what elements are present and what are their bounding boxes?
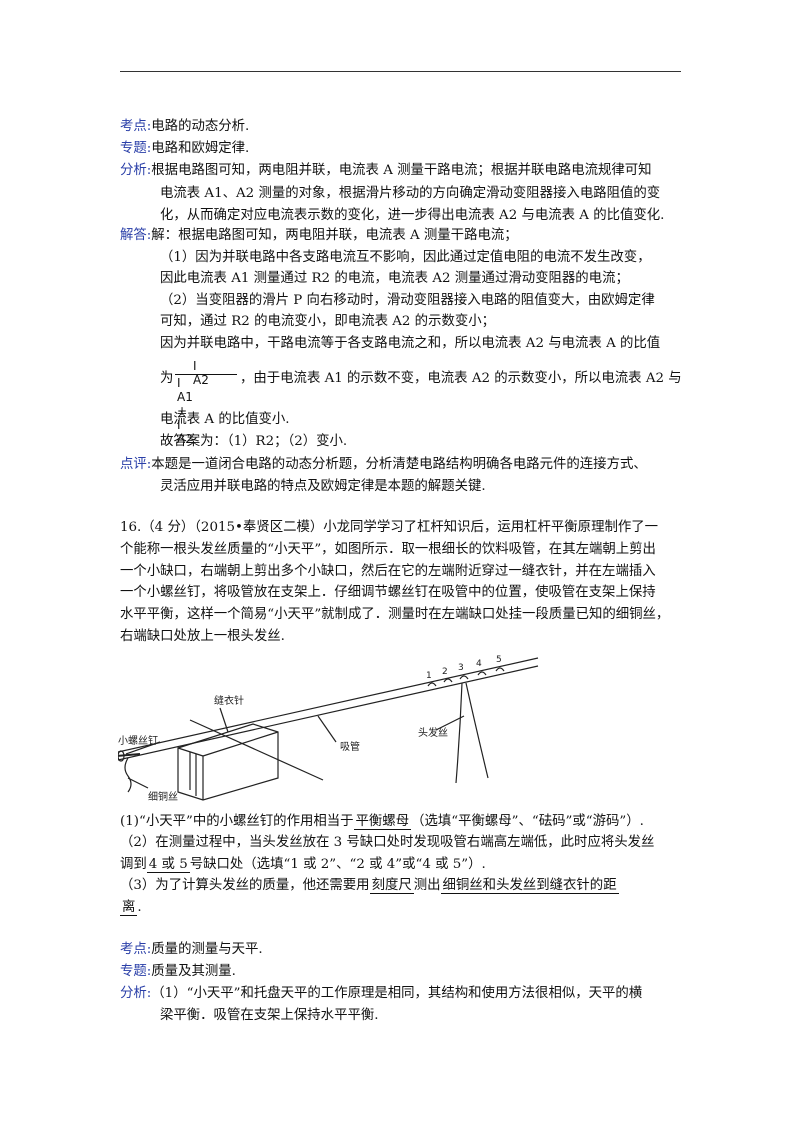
label-copper-wire: 细铜丝 bbox=[148, 790, 178, 803]
notch-4: 4 bbox=[476, 659, 482, 669]
fraction-denominator: I A1 + I A2 bbox=[177, 376, 193, 446]
fraction-bar bbox=[175, 374, 237, 375]
q16-stem-4: 一个小螺丝钉，将吸管放在支架上．仔细调节螺丝钉在吸管中的位置，使吸管在支架上保持 bbox=[120, 585, 656, 600]
q15-fenxi-2: 电流表 A1、A2 测量的对象，根据滑片移动的方向确定滑动变阻器接入电路阻值的变 bbox=[160, 186, 661, 201]
q16-stem-3: 一个小缺口，右端朝上剪出多个小缺口，然后在它的左端附近穿过一缝衣针，并在左端插入 bbox=[120, 564, 656, 579]
q15-jieda-10: 故答案为：（1）R2；（2）变小. bbox=[160, 434, 348, 449]
hair bbox=[455, 682, 489, 784]
q15-jieda-2: （1）因为并联电路中各支路电流互不影响，因此通过定值电阻的电流不发生改变， bbox=[160, 250, 651, 265]
copper-wire bbox=[124, 757, 132, 793]
sewing-needle bbox=[189, 719, 324, 781]
q16-kaodian: 考点:质量的测量与天平. bbox=[120, 942, 263, 957]
q15-jieda-5: 可知，通过 R2 的电流变小，即电流表 A2 的示数变小； bbox=[160, 314, 496, 329]
stand-edges bbox=[177, 731, 279, 800]
straw-top-edge bbox=[118, 657, 539, 753]
fenxi-label: 分析: bbox=[120, 163, 152, 178]
q15-zhuanti: 专题:电路和欧姆定律. bbox=[120, 141, 250, 156]
q15-dianping-2: 灵活应用并联电路的特点及欧姆定律是本题的解题关键. bbox=[160, 479, 486, 494]
stand-slot bbox=[189, 752, 197, 796]
leader-screw bbox=[125, 741, 161, 755]
q15-jieda-8: ，由于电流表 A1 的示数不变，电流表 A2 的示数变小，所以电流表 A2 与 bbox=[240, 371, 682, 386]
q15-fenxi-3: 化，从而确定对应电流表示数的变化，进一步得出电流表 A2 与电流表 A 的比值变… bbox=[160, 208, 665, 223]
q15-jieda-7: 为 bbox=[160, 371, 174, 386]
q16-fenxi-2: 梁平衡．吸管在支架上保持水平平衡. bbox=[160, 1008, 379, 1023]
balance-figure: 缝衣针 小螺丝钉 细铜丝 吸管 头发丝 1 2 3 4 5 bbox=[118, 655, 539, 803]
q16-fenxi-1: 分析:（1）“小天平”和托盘天平的工作原理是相同，其结构和使用方法很相似，天平的… bbox=[120, 986, 643, 1001]
q16-zhuanti: 专题:质量及其测量. bbox=[120, 964, 236, 979]
jieda-label: 解答: bbox=[120, 228, 152, 243]
kaodian-label: 考点: bbox=[120, 119, 152, 134]
label-sewing-needle: 缝衣针 bbox=[214, 694, 244, 707]
q15-fenxi-1: 分析:根据电路图可知，两电阻并联，电流表 A 测量干路电流；根据并联电路电流规律… bbox=[120, 163, 652, 178]
leader-straw bbox=[317, 715, 337, 743]
q16-stem-2: 个能称一根头发丝质量的“小天平”，如图所示．取一根细长的饮料吸管，在其左端朝上剪… bbox=[120, 542, 656, 557]
notch-3: 3 bbox=[458, 663, 464, 673]
q16-sub3a: （3）为了计算头发丝的质量，他还需要用刻度尺测出细铜丝和头发丝到缝衣针的距 bbox=[120, 878, 619, 894]
zhuanti-label: 专题: bbox=[120, 141, 152, 156]
answer-4: 细铜丝和头发丝到缝衣针的距 bbox=[440, 878, 619, 894]
label-hair: 头发丝 bbox=[418, 726, 448, 739]
q16-sub1: (1)“小天平”中的小螺丝钉的作用相当于平衡螺母（选填“平衡螺母”、“砝码”或“… bbox=[120, 814, 644, 830]
q16-stem-1: 16.（4 分）（2015•奉贤区二模）小龙同学学习了杠杆知识后，运用杠杆平衡原… bbox=[120, 520, 659, 535]
q15-jieda-9: 电流表 A 的比值变小. bbox=[160, 412, 290, 427]
q16-sub3b: 离. bbox=[120, 900, 142, 916]
answer-3: 刻度尺 bbox=[369, 878, 414, 894]
notch-5: 5 bbox=[496, 655, 502, 665]
q15-jieda-6: 因为并联电路中，干路电流等于各支路电流之和，所以电流表 A2 与电流表 A 的比… bbox=[160, 336, 661, 351]
answer-4-cont: 离 bbox=[120, 900, 138, 916]
leader-needle bbox=[219, 707, 229, 733]
notch-1: 1 bbox=[426, 671, 432, 681]
kaodian-label: 考点: bbox=[120, 942, 152, 957]
fenxi-label: 分析: bbox=[120, 986, 152, 1001]
q15-dianping-1: 点评:本题是一道闭合电路的动态分析题，分析清楚电路结构明确各电路元件的连接方式、 bbox=[120, 457, 647, 472]
q15-jieda-3: 因此电流表 A1 测量通过 R2 的电流，电流表 A2 测量通过滑动变阻器的电流… bbox=[160, 271, 629, 286]
leader-hair bbox=[435, 715, 465, 731]
label-straw: 吸管 bbox=[340, 740, 360, 753]
dianping-label: 点评: bbox=[120, 457, 152, 472]
q15-jieda-1: 解答:解：根据电路图可知，两电阻并联，电流表 A 测量干路电流； bbox=[120, 228, 518, 243]
leader-wire bbox=[127, 777, 149, 789]
stand bbox=[177, 723, 279, 801]
q16-stem-5: 水平平衡，这样一个简易“小天平”就制成了．测量时在左端缺口处挂一段质量已知的细铜… bbox=[120, 607, 670, 622]
q15-kaodian: 考点:电路的动态分析. bbox=[120, 119, 250, 134]
answer-1: 平衡螺母 bbox=[353, 814, 412, 830]
notches bbox=[427, 667, 505, 687]
small-screw bbox=[118, 753, 141, 757]
header-rule bbox=[120, 71, 681, 72]
answer-2: 4 或 5 bbox=[146, 857, 190, 873]
zhuanti-label: 专题: bbox=[120, 964, 152, 979]
straw-bottom-edge bbox=[118, 665, 539, 761]
notch-2: 2 bbox=[442, 667, 448, 677]
fraction-numerator: I A2 bbox=[193, 359, 209, 387]
label-small-screw: 小螺丝钉 bbox=[118, 735, 158, 747]
q16-sub2a: （2）在测量过程中，当头发丝放在 3 号缺口处时发现吸管右端高左端低，此时应将头… bbox=[120, 835, 655, 850]
q15-jieda-4: （2）当变阻器的滑片 P 向右移动时，滑动变阻器接入电路的阻值变大，由欧姆定律 bbox=[160, 293, 655, 308]
q16-stem-6: 右端缺口处放上一根头发丝. bbox=[120, 629, 285, 644]
